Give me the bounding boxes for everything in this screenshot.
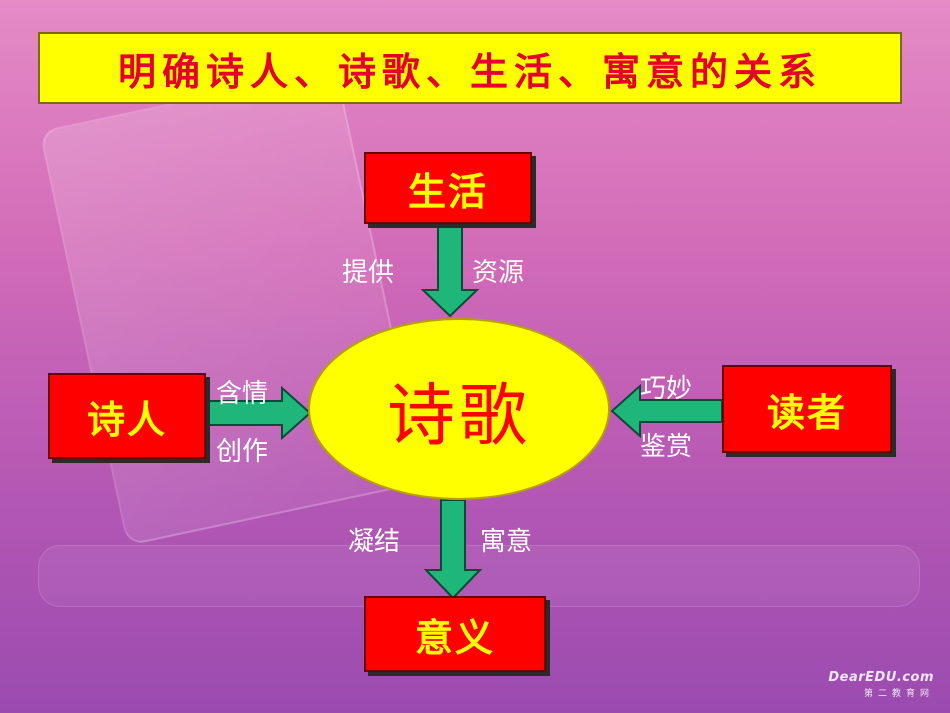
label-with-emotion: 含情 (216, 379, 269, 409)
node-life-label: 生活 (407, 169, 488, 214)
node-reader: 读者 (722, 365, 892, 453)
node-life: 生活 (364, 152, 532, 224)
watermark-line2: 第二教育网 (863, 689, 934, 699)
page-title: 明确诗人、诗歌、生活、寓意的关系 (117, 48, 822, 94)
watermark-logo: DearEDU.com 第二教育网 (828, 670, 934, 699)
arrow-life-to-poem (420, 223, 480, 318)
label-skillful: 巧妙 (640, 374, 693, 404)
node-meaning: 意义 (364, 596, 546, 672)
arrow-reader-to-poem (610, 383, 723, 439)
node-reader-label: 读者 (766, 390, 847, 435)
node-poem: 诗歌 (308, 318, 610, 500)
node-poet-label: 诗人 (86, 397, 167, 442)
label-condense: 凝结 (348, 527, 401, 557)
node-poem-label: 诗歌 (386, 376, 531, 456)
label-appreciate: 鉴赏 (640, 432, 693, 462)
node-poet: 诗人 (48, 373, 206, 459)
node-meaning-label: 意义 (414, 615, 495, 660)
arrow-poet-to-poem (207, 385, 312, 441)
label-provide: 提供 (342, 258, 395, 288)
arrow-poem-to-meaning (423, 499, 483, 600)
label-resources: 资源 (472, 258, 525, 288)
label-create: 创作 (216, 437, 269, 467)
watermark-line1: DearEDU.com (828, 670, 934, 685)
label-implied-meaning: 寓意 (480, 527, 533, 557)
title-banner: 明确诗人、诗歌、生活、寓意的关系 (38, 32, 902, 104)
